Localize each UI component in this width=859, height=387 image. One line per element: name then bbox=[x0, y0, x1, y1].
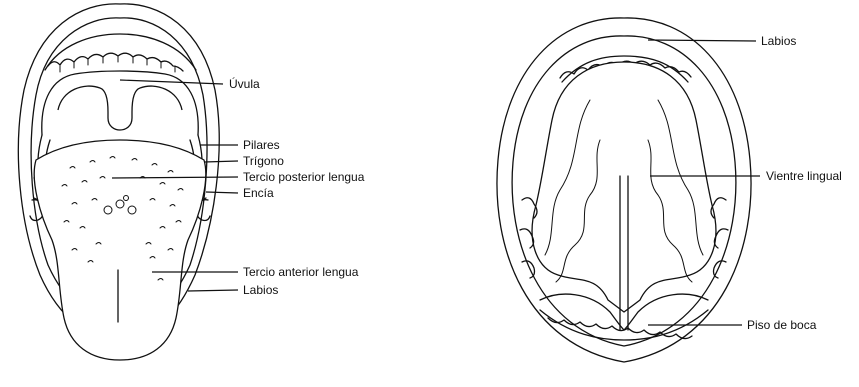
right-labels: Labios Vientre lingual Piso de boca bbox=[747, 34, 842, 332]
label-labios-right: Labios bbox=[761, 34, 796, 48]
left-mouth-illustration bbox=[18, 4, 219, 360]
left-labels: Úvula Pilares Trígono Tercio posterior l… bbox=[229, 76, 365, 297]
label-vientre-lingual: Vientre lingual bbox=[766, 169, 842, 183]
right-raised-tongue bbox=[532, 62, 716, 312]
label-tercio-anterior: Tercio anterior lengua bbox=[243, 265, 359, 279]
label-piso-de-boca: Piso de boca bbox=[747, 318, 817, 332]
label-pilares: Pilares bbox=[243, 138, 280, 152]
label-tercio-posterior: Tercio posterior lengua bbox=[243, 170, 365, 184]
label-trigono: Trígono bbox=[243, 154, 284, 168]
right-mouth-illustration bbox=[497, 18, 751, 362]
label-uvula: Úvula bbox=[229, 76, 260, 91]
label-labios-left: Labios bbox=[243, 283, 278, 297]
leader-labios-left bbox=[188, 290, 238, 291]
tongue-shape bbox=[34, 140, 206, 360]
label-encia: Encía bbox=[243, 186, 274, 200]
